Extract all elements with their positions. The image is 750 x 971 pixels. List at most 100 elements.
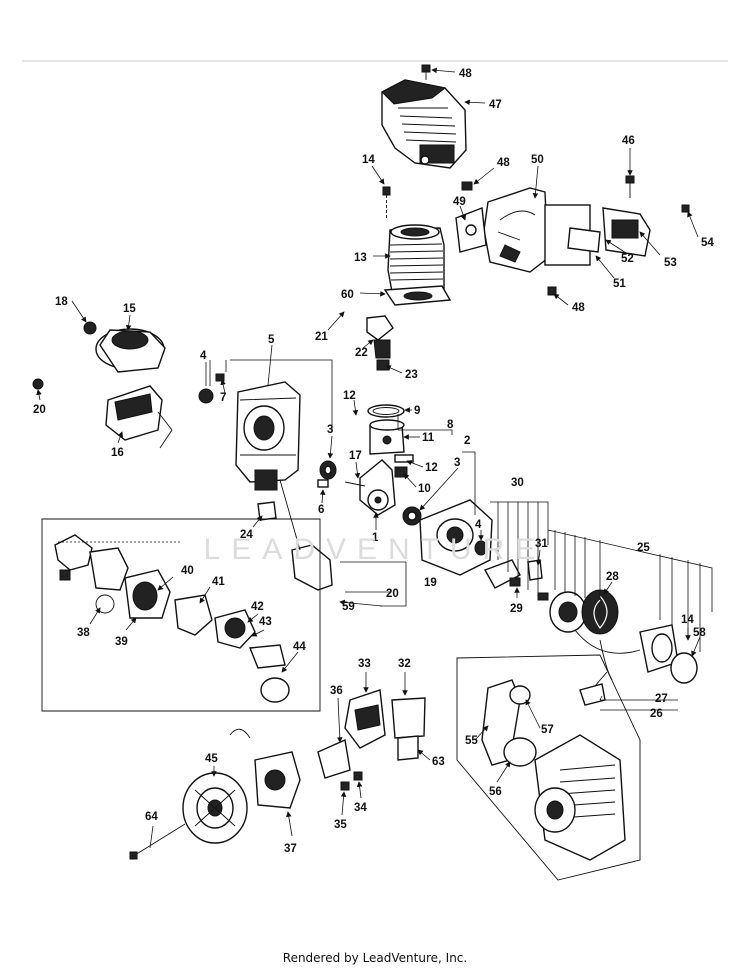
air-filter-plate [391,697,426,739]
part-label: 52 [621,253,634,265]
part-label: 43 [259,616,272,628]
clutch-drum [182,772,248,844]
part-label: 48 [497,157,510,169]
part-label: 34 [354,802,367,814]
seal-4-left [198,388,214,404]
part-label: 23 [405,369,418,381]
part-label: 14 [681,614,694,626]
ignition-module [105,385,173,449]
muffler [483,187,591,273]
part-label: 12 [343,390,356,402]
part-label: 53 [664,257,677,269]
screw-48-mid [461,181,473,191]
part-label: 48 [572,302,585,314]
part-label: 13 [354,252,367,264]
part-label: 56 [489,786,502,798]
part-label: 46 [622,135,635,147]
part-label: 17 [349,450,362,462]
recoil-spring [581,589,619,635]
spark-plug [376,359,390,371]
cylinder-cover [381,79,467,169]
part-label: 9 [414,405,420,417]
part-label: 36 [330,685,343,697]
part-label: 11 [422,432,435,444]
screw-54 [681,204,690,213]
nut-48 [547,286,557,296]
part-label: 32 [398,658,411,670]
part-label: 18 [55,296,68,308]
bolt-64 [129,823,186,860]
part-label: 20 [33,404,46,416]
piston-pin [394,454,414,463]
starter-pulley [549,591,587,633]
part-label: 10 [418,483,431,495]
assembled-engine-inset [456,654,641,881]
part-label: 33 [358,658,371,670]
air-filter-element [397,735,419,761]
part-label: 60 [341,289,354,301]
part-label: 15 [123,303,136,315]
spark-plug-cap [366,315,394,359]
part-label: 2 [464,435,470,447]
part-label: 7 [220,392,226,404]
bearing-3-left [319,460,337,480]
screw-34-35 [340,771,363,791]
bracket-lines [209,359,713,711]
part-label: 40 [181,565,194,577]
part-label: 44 [293,641,306,653]
part-label: 49 [453,196,466,208]
part-label: 31 [535,538,548,550]
part-label: 22 [355,347,368,359]
carburetor-inset [41,518,321,712]
part-label: 47 [489,99,502,111]
part-label: 19 [424,577,437,589]
part-label: 50 [531,154,544,166]
part-label: 57 [541,724,554,736]
part-label: 27 [655,693,668,705]
fuel-tank-bracket [279,479,333,591]
needle-bearing [394,466,408,478]
bolt-14 [382,186,391,218]
part-label: 24 [240,529,253,541]
part-label: 4 [475,519,482,531]
piston-ring [367,404,405,418]
screw-48-top [421,64,431,80]
muffler-gasket [455,207,487,253]
crankshaft [344,459,396,516]
nut-18 [83,321,97,335]
part-label: 35 [334,819,347,831]
part-label: 42 [251,601,264,613]
part-label: 1 [372,532,379,544]
part-label: 64 [145,811,158,823]
part-label: 58 [693,627,706,639]
air-filter-cover [317,738,351,779]
part-label: 63 [432,756,445,768]
part-label: 29 [510,603,523,615]
part-label: 3 [327,424,333,436]
cylinder [387,224,445,293]
part-label: 28 [606,571,619,583]
carburetor-assembly [229,728,301,809]
part-label: 26 [650,708,663,720]
part-label: 41 [212,576,225,588]
screw-7 [215,373,225,382]
part-label: 45 [205,753,218,765]
piston [369,419,405,455]
cylinder-gasket [383,285,452,306]
crankcase-half [419,499,493,576]
part-label: 48 [459,68,472,80]
part-label: 30 [511,477,524,489]
part-labels: 48 47 14 48 50 46 49 13 53 54 52 51 60 4… [33,68,714,855]
part-label: 5 [268,334,275,346]
air-filter-housing [344,689,386,749]
seal-4-right [474,540,488,556]
part-label: 21 [315,331,328,343]
part-label: 54 [701,237,714,249]
part-label: 39 [115,636,128,648]
part-label: 55 [465,735,478,747]
part-label: 37 [284,843,297,855]
starter-cover-58 [670,652,698,684]
spark-arrestor [567,207,651,257]
part-label: 59 [342,601,355,613]
